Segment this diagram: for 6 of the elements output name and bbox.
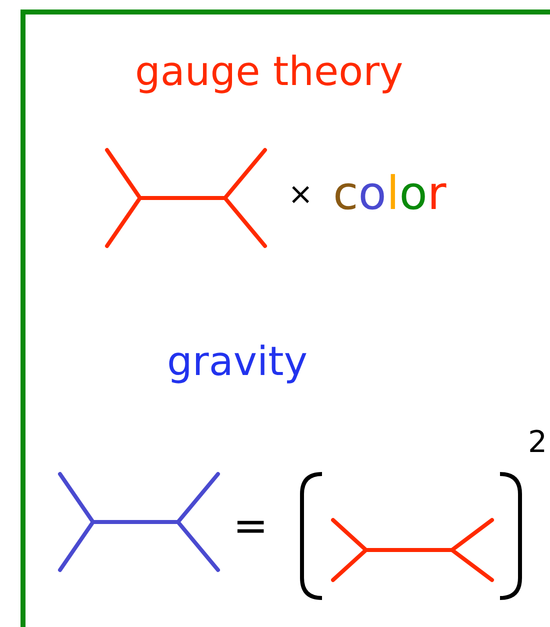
equals-sign: = bbox=[233, 505, 268, 547]
color-word: color bbox=[333, 170, 446, 216]
heading: gauge theory bbox=[135, 52, 404, 92]
times-sign: × bbox=[288, 180, 314, 210]
heading: gravity bbox=[167, 342, 308, 382]
exponent: 2 bbox=[528, 428, 548, 458]
